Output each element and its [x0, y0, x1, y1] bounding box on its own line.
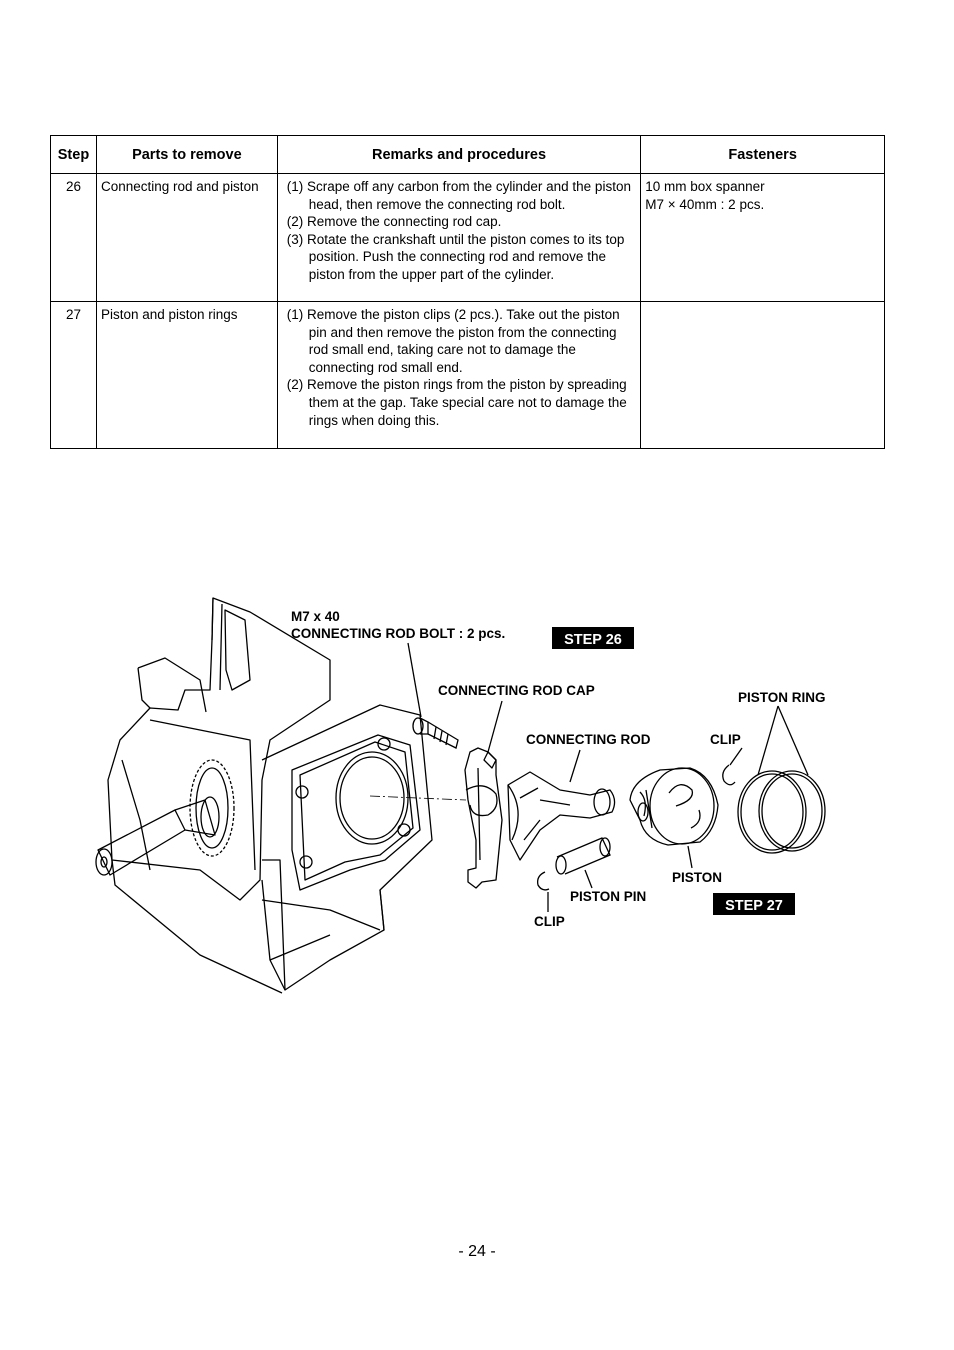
remark-item: (2) Remove the piston rings from the pis…	[286, 377, 627, 428]
remark-item: (1) Remove the piston clips (2 pcs.). Ta…	[286, 307, 620, 375]
header-fasteners: Fasteners	[640, 135, 885, 174]
table-row: 26 Connecting rod and piston (1) Scrape …	[50, 173, 885, 302]
piston-ring-label: PISTON RING	[738, 690, 826, 705]
fastener-item: M7 × 40mm : 2 pcs.	[645, 196, 765, 212]
header-step: Step	[50, 135, 97, 174]
header-parts: Parts to remove	[95, 135, 278, 174]
clip-top-label: CLIP	[710, 732, 741, 747]
fastener-item: 10 mm box spanner	[645, 179, 765, 194]
piston-pin-label: PISTON PIN	[570, 889, 646, 904]
parts-cell: Piston and piston rings	[95, 301, 278, 449]
piston-label: PISTON	[672, 870, 722, 885]
header-remarks: Remarks and procedures	[276, 135, 642, 174]
step27-label: STEP 27	[725, 898, 783, 914]
clip-bottom-label: CLIP	[534, 914, 565, 929]
fasteners-cell: 10 mm box spanner M7 × 40mm : 2 pcs.	[640, 173, 885, 302]
crankcase-drawing	[95, 597, 433, 994]
table-row: 27 Piston and piston rings (1) Remove th…	[50, 301, 885, 449]
exploded-diagram: M7 x 40 CONNECTING ROD BOLT : 2 pcs. STE…	[95, 597, 826, 994]
remark-item: (3) Rotate the crankshaft until the pist…	[286, 231, 625, 282]
parts-cell: Connecting rod and piston	[95, 173, 278, 302]
remark-item: (1) Scrape off any carbon from the cylin…	[286, 179, 631, 212]
rod-label: CONNECTING ROD	[526, 732, 651, 747]
remarks-cell: (1) Scrape off any carbon from the cylin…	[276, 173, 642, 302]
connecting-rod-cap-drawing	[464, 747, 503, 889]
bolt-spec-label: M7 x 40	[291, 609, 340, 624]
step27-badge	[713, 893, 795, 915]
piston-pin-drawing	[555, 837, 611, 875]
step-number: 27	[50, 301, 97, 449]
step26-label: STEP 26	[564, 632, 622, 648]
leader-lines	[407, 642, 809, 912]
procedure-table: Step Parts to remove Remarks and procedu…	[50, 135, 885, 449]
step26-badge	[552, 627, 634, 649]
piston-drawing	[629, 767, 719, 846]
rod-cap-label: CONNECTING ROD CAP	[438, 683, 595, 698]
page-number: - 24 -	[458, 1243, 496, 1260]
bolt-drawing	[412, 717, 459, 749]
bolt-label: CONNECTING ROD BOLT : 2 pcs.	[291, 626, 505, 641]
step-number: 26	[50, 173, 97, 302]
remarks-cell: (1) Remove the piston clips (2 pcs.). Ta…	[276, 301, 642, 449]
connecting-rod-drawing	[507, 771, 616, 861]
fasteners-cell	[640, 301, 885, 449]
table-header-row: Step Parts to remove Remarks and procedu…	[50, 135, 885, 174]
remark-item: (2) Remove the connecting rod cap.	[286, 214, 502, 230]
piston-rings-drawing	[737, 770, 826, 854]
centerline	[369, 795, 467, 801]
clip-drawing	[537, 764, 736, 891]
